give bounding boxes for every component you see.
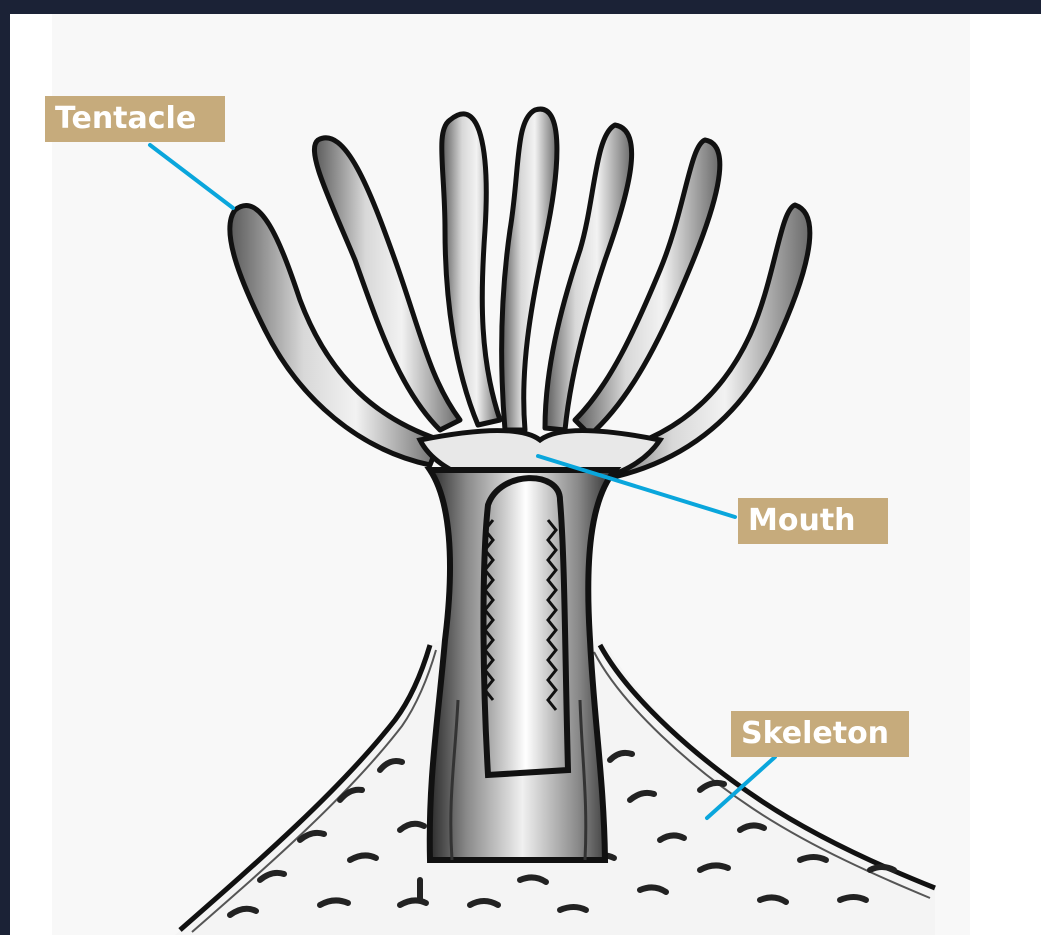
tentacle-label: Tentacle bbox=[45, 96, 225, 142]
tentacle-center-left bbox=[442, 114, 500, 425]
skeleton-label: Skeleton bbox=[731, 711, 909, 757]
polyp-gut bbox=[484, 478, 569, 775]
polyp-body bbox=[430, 470, 615, 860]
tentacles bbox=[230, 109, 810, 480]
mouth-label: Mouth bbox=[738, 498, 888, 544]
leader-tentacle bbox=[150, 145, 233, 208]
